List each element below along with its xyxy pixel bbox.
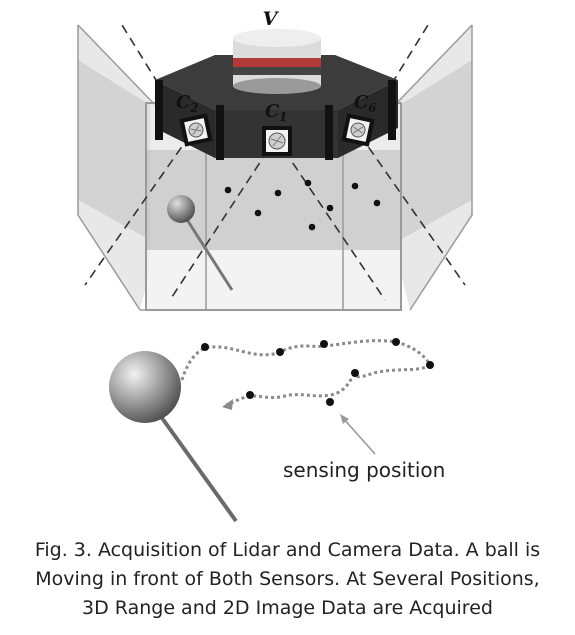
sensing-position-pointer <box>340 414 376 455</box>
camera-left <box>179 113 213 147</box>
figure-caption: Fig. 3. Acquisition of Lidar and Camera … <box>0 536 575 623</box>
sensing-points <box>201 338 434 406</box>
small-ball-target <box>167 195 234 291</box>
svg-text:1: 1 <box>279 110 287 124</box>
svg-text:2: 2 <box>189 101 198 115</box>
caption-line-2: Moving in front of Both Sensors. At Seve… <box>35 568 540 590</box>
camera-center-label: C 1 <box>265 101 287 124</box>
svg-text:C: C <box>176 92 191 113</box>
scene-points <box>224 179 381 231</box>
ball-trajectory <box>180 339 432 410</box>
svg-text:6: 6 <box>368 101 377 115</box>
camera-left-label: C 2 <box>176 92 198 115</box>
svg-text:C: C <box>265 101 280 122</box>
left-camera-frustum <box>77 24 210 311</box>
lidar-sensor <box>233 29 321 94</box>
right-camera-frustum <box>389 24 473 311</box>
svg-text:C: C <box>354 92 369 113</box>
large-ball-target <box>109 351 238 523</box>
vehicle-label: V <box>263 8 280 30</box>
camera-right-label: C 6 <box>354 92 377 115</box>
caption-line-3: 3D Range and 2D Image Data are Acquired <box>82 597 493 619</box>
camera-right <box>341 113 375 147</box>
sensing-position-label: sensing position <box>283 458 445 482</box>
camera-center <box>262 126 292 156</box>
caption-line-1: Fig. 3. Acquisition of Lidar and Camera … <box>34 539 541 561</box>
